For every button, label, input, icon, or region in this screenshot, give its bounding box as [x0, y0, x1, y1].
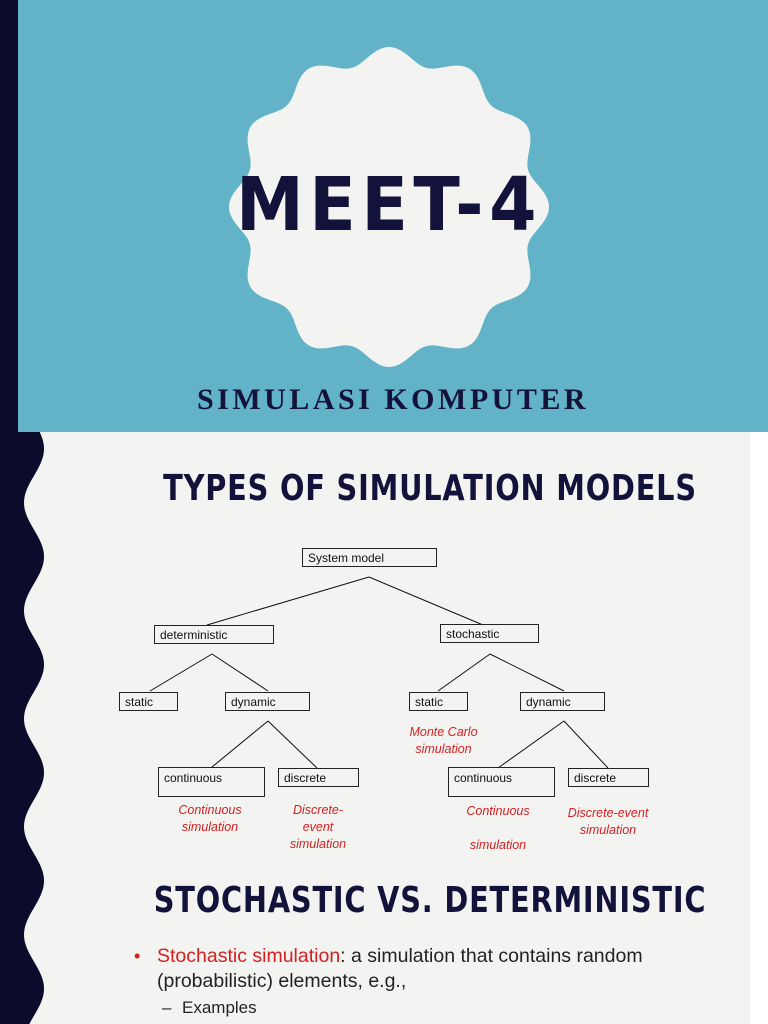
right-margin: [750, 864, 768, 1024]
wave-border: [0, 432, 44, 864]
node-det-static: static: [119, 692, 178, 711]
note-sto-continuous: Continuous simulation: [466, 804, 530, 852]
sub-bullet-text: Examples: [182, 998, 257, 1017]
slide-heading: TYPES OF SIMULATION MODELS: [163, 468, 697, 509]
scalloped-badge: [229, 47, 549, 367]
slide-subtitle: SIMULASI KOMPUTER: [196, 383, 590, 416]
bullet-text: Stochastic simulation: a simulation that…: [157, 944, 717, 994]
slide-heading: STOCHASTIC VS. DETERMINISTIC: [153, 880, 707, 921]
bullet-definition: : a simulation that contains random (pro…: [157, 945, 643, 992]
bullet-term: Stochastic simulation: [157, 945, 341, 967]
node-det-discrete: discrete: [278, 768, 359, 787]
title-slide: MEET-4 SIMULASI KOMPUTER: [0, 0, 768, 432]
sub-bullet-item: –Examples: [162, 997, 257, 1019]
types-slide: TYPES OF SIMULATION MODELS System model …: [0, 432, 768, 864]
wave-border: [0, 864, 44, 1024]
slide-title: MEET-4: [236, 162, 542, 248]
node-deterministic: deterministic: [154, 625, 274, 644]
node-sto-discrete: discrete: [568, 768, 649, 787]
node-det-continuous: continuous: [158, 767, 265, 797]
node-sto-dynamic: dynamic: [520, 692, 605, 711]
node-det-dynamic: dynamic: [225, 692, 310, 711]
sub-bullet-dash: –: [162, 998, 172, 1017]
bullet-dot-icon: •: [134, 946, 141, 966]
left-accent-strip: [0, 0, 18, 432]
node-system-model: System model: [302, 548, 437, 567]
right-margin: [750, 432, 768, 864]
node-sto-static: static: [409, 692, 468, 711]
node-stochastic: stochastic: [440, 624, 539, 643]
node-sto-continuous: continuous: [448, 767, 555, 797]
stochastic-slide: STOCHASTIC VS. DETERMINISTIC • Stochasti…: [0, 864, 768, 1024]
